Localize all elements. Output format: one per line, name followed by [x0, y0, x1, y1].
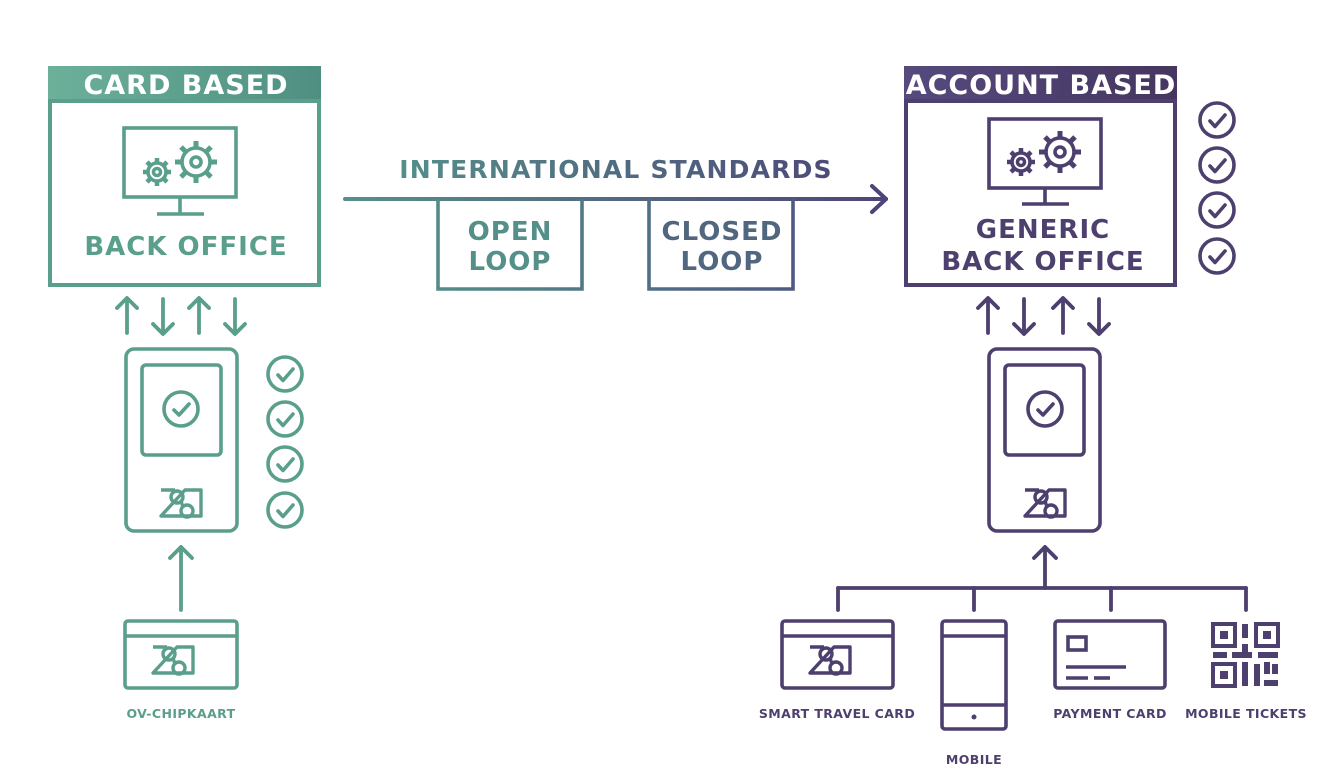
check-icon	[266, 400, 304, 438]
media-to-validator-connector	[836, 545, 1248, 612]
check-icon	[1198, 237, 1236, 275]
back-office-box	[48, 99, 321, 287]
account-based-title: ACCOUNT BASED	[906, 70, 1177, 101]
data-exchange-arrows	[115, 296, 247, 336]
check-icon	[1198, 146, 1236, 184]
media-label: SMART TRAVEL CARD	[759, 706, 915, 721]
check-icon	[266, 491, 304, 529]
generic-back-office-label-line2: BACK OFFICE	[941, 247, 1144, 277]
ov-chipkaart-label: OV-CHIPKAART	[126, 706, 235, 721]
media-label: PAYMENT CARD	[1053, 706, 1167, 721]
monitor-gears-icon	[122, 126, 238, 216]
open-loop-label-line2: LOOP	[469, 247, 552, 277]
check-icon	[266, 355, 304, 393]
card-based-header	[48, 66, 321, 102]
qr-code-icon	[1211, 622, 1280, 688]
data-exchange-arrows	[976, 296, 1111, 336]
closed-loop-label-line2: LOOP	[681, 247, 764, 277]
back-office-checks	[1198, 101, 1236, 275]
card-checks	[266, 355, 304, 529]
standards-title: INTERNATIONAL STANDARDS	[399, 155, 833, 184]
account-based-section: ACCOUNT BASED GENERIC BACK OFFICE	[759, 66, 1307, 767]
check-icon	[1198, 191, 1236, 229]
check-icon	[1198, 101, 1236, 139]
generic-back-office-box	[904, 99, 1177, 287]
open-loop-box	[436, 199, 584, 291]
closed-loop-label-line1: CLOSED	[662, 217, 783, 247]
back-office-label: BACK OFFICE	[84, 232, 287, 262]
smart-card-icon	[780, 619, 895, 690]
open-loop-label-line1: OPEN	[468, 217, 553, 247]
media-label: MOBILE TICKETS	[1185, 706, 1307, 721]
international-standards-section: INTERNATIONAL STANDARDS OPEN LOOP CLOSED…	[343, 155, 888, 291]
mobile-phone-icon	[940, 619, 1008, 731]
account-based-header	[904, 66, 1177, 102]
media-label: MOBILE	[946, 752, 1002, 767]
standards-arrow	[343, 184, 888, 214]
monitor-gears-icon	[987, 117, 1103, 206]
validator-device-icon	[987, 347, 1102, 533]
card-based-section: CARD BASED BACK OFFICE	[48, 66, 321, 721]
ov-chipkaart-icon	[123, 619, 239, 690]
validator-device-icon	[124, 347, 239, 533]
check-icon	[266, 445, 304, 483]
payment-card-icon	[1053, 619, 1167, 690]
card-to-validator-arrow	[168, 545, 194, 612]
card-based-title: CARD BASED	[83, 70, 288, 101]
generic-back-office-label-line1: GENERIC	[976, 215, 1110, 245]
closed-loop-box	[647, 199, 795, 291]
